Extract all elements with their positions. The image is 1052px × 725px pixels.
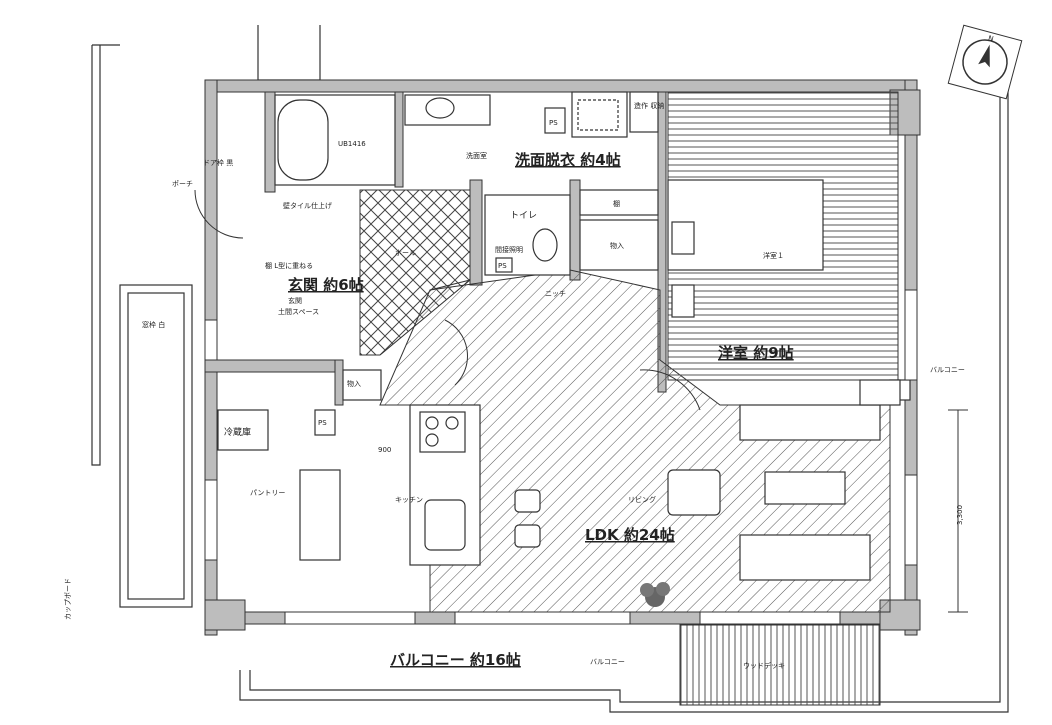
ldk-label: LDK 約24帖 bbox=[585, 526, 675, 544]
dim-900-label: 900 bbox=[378, 446, 391, 454]
compass-icon: N bbox=[947, 24, 1023, 100]
storage-label-1: 物入 bbox=[610, 241, 624, 250]
pantry-label: パントリー bbox=[250, 489, 285, 497]
bath-unit-label: UB1416 bbox=[338, 140, 366, 148]
indirect-light-label: 間接照明 bbox=[495, 245, 523, 254]
toilet-label: トイレ bbox=[510, 211, 537, 221]
storage-tall-label: 造作 収納 bbox=[634, 101, 664, 110]
genkan-label: 玄関 bbox=[288, 296, 302, 305]
wash-room-label: 洗面室 bbox=[466, 151, 487, 160]
north-arrow-icon bbox=[978, 44, 990, 68]
balcony-label: バルコニー 約16帖 bbox=[390, 651, 521, 669]
door-swings bbox=[194, 189, 701, 411]
annotations: UB1416 洗面室 PS 造作 収納 棚 物入 トイレ 間接照明 PS ホール… bbox=[64, 101, 965, 670]
dim-3300-label: 3,300 bbox=[956, 505, 964, 525]
room-labels: 洗面脱衣 約4帖 玄関 約6帖 洋室 約9帖 LDK 約24帖 バルコニー 約1… bbox=[288, 151, 794, 669]
doma-label: 土間スペース bbox=[278, 307, 319, 316]
site-outline bbox=[91, 25, 1009, 713]
ps-label-1: PS bbox=[549, 119, 558, 127]
entrance-label: 玄関 約6帖 bbox=[288, 276, 364, 294]
porch-label: ポーチ bbox=[172, 180, 193, 188]
plant-icon bbox=[640, 582, 670, 607]
ps-label-2: PS bbox=[498, 262, 507, 270]
dimension-line bbox=[948, 409, 968, 613]
window-frame-label: 窓枠 白 bbox=[142, 320, 165, 329]
fridge-label: 冷蔵庫 bbox=[224, 426, 251, 438]
windows bbox=[204, 289, 918, 625]
floor-patterns bbox=[359, 91, 899, 706]
kitchen-label: キッチン bbox=[395, 496, 423, 504]
western-1-label: 洋室１ bbox=[763, 251, 784, 260]
cupboard-label: カップボード bbox=[64, 578, 72, 620]
niche-label: ニッチ bbox=[545, 290, 566, 298]
fixtures bbox=[217, 91, 911, 581]
door-frame-label: ドア枠 黒 bbox=[203, 158, 233, 167]
ps-label-3: PS bbox=[318, 419, 327, 427]
wood-deck-label: ウッドデッキ bbox=[743, 661, 785, 670]
compass-label: N bbox=[987, 34, 994, 43]
l-shape-shelf-label: 棚 L型に重ねる bbox=[265, 261, 313, 270]
hall-label: ホール bbox=[395, 249, 416, 257]
wall-tile-label: 壁タイル仕上げ bbox=[283, 201, 332, 210]
living-label: リビング bbox=[628, 495, 656, 504]
storage-label-2: 物入 bbox=[347, 379, 361, 388]
balcony-bottom-label: バルコニー bbox=[590, 658, 625, 666]
washroom-label: 洗面脱衣 約4帖 bbox=[515, 151, 621, 169]
shelf-label-1: 棚 bbox=[613, 199, 620, 208]
balcony-right-label: バルコニー bbox=[930, 366, 965, 374]
western-room-label: 洋室 約9帖 bbox=[718, 344, 794, 362]
